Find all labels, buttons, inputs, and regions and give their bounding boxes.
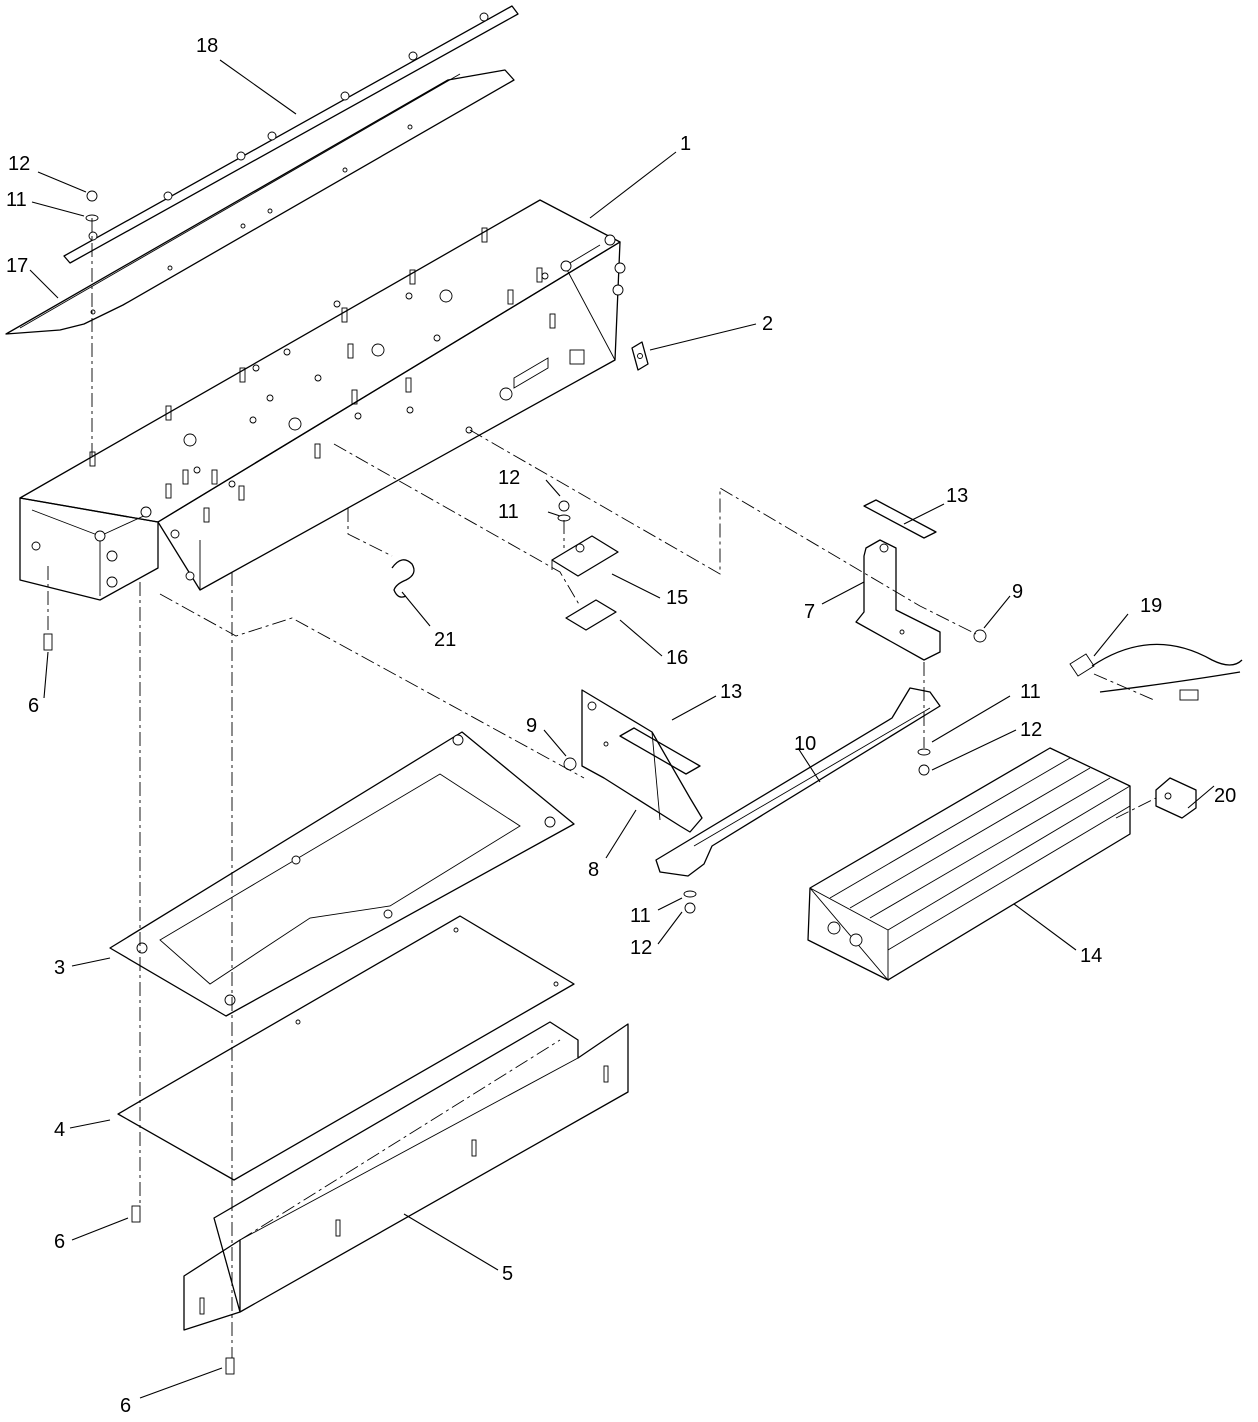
callout-12: 12 xyxy=(630,937,652,959)
callout-17: 17 xyxy=(6,255,28,277)
callout-15: 15 xyxy=(666,587,688,609)
callout-10: 10 xyxy=(794,733,816,755)
part-15-bracket xyxy=(551,535,619,577)
callout-6: 6 xyxy=(120,1395,131,1417)
callout-20: 20 xyxy=(1214,785,1236,807)
callout-1: 1 xyxy=(680,133,691,155)
callout-12: 12 xyxy=(8,153,30,175)
part-21-clip xyxy=(391,559,415,598)
callout-11: 11 xyxy=(498,501,519,523)
part-16-pad xyxy=(565,599,617,631)
part-3-gasket xyxy=(109,731,575,1017)
part-14-controller xyxy=(807,747,1131,982)
part-20-connector xyxy=(1155,777,1197,819)
callout-12: 12 xyxy=(1020,719,1042,741)
part-8-bracket xyxy=(581,689,703,833)
callout-11: 11 xyxy=(1020,681,1041,703)
part-18-strip xyxy=(63,5,519,264)
callout-3: 3 xyxy=(54,957,65,979)
callout-7: 7 xyxy=(804,601,815,623)
callout-2: 2 xyxy=(762,313,773,335)
callout-21: 21 xyxy=(434,629,456,651)
part-7-bracket xyxy=(855,539,941,661)
callout-6: 6 xyxy=(54,1231,65,1253)
part-1-main-frame xyxy=(19,199,626,601)
callout-5: 5 xyxy=(502,1263,513,1285)
callout-16: 16 xyxy=(666,647,688,669)
callout-12: 12 xyxy=(498,467,520,489)
part-2-tab xyxy=(631,341,649,371)
leader-lines xyxy=(29,59,1215,1399)
part-5-channel xyxy=(183,1021,629,1331)
part-17-channel xyxy=(5,69,515,335)
callout-11: 11 xyxy=(6,189,27,211)
part-4-plate xyxy=(117,915,575,1181)
callout-numbers: 18 12 11 17 1 2 12 11 13 15 16 7 9 21 6 … xyxy=(6,35,1236,1417)
part-10-bar xyxy=(655,687,941,877)
callout-4: 4 xyxy=(54,1119,65,1141)
callout-11: 11 xyxy=(630,905,651,927)
callout-13: 13 xyxy=(720,681,742,703)
part-19-harness xyxy=(1069,643,1243,701)
part-13-pad-upper xyxy=(863,499,937,539)
part-13-pad-lower xyxy=(619,727,701,775)
callout-8: 8 xyxy=(588,859,599,881)
callout-18: 18 xyxy=(196,35,218,57)
callout-6: 6 xyxy=(28,695,39,717)
callout-13: 13 xyxy=(946,485,968,507)
callout-14: 14 xyxy=(1080,945,1102,967)
center-lines xyxy=(47,218,1157,1358)
callout-9: 9 xyxy=(1012,581,1023,603)
callout-19: 19 xyxy=(1140,595,1162,617)
fasteners xyxy=(43,190,987,1375)
callout-9: 9 xyxy=(526,715,537,737)
